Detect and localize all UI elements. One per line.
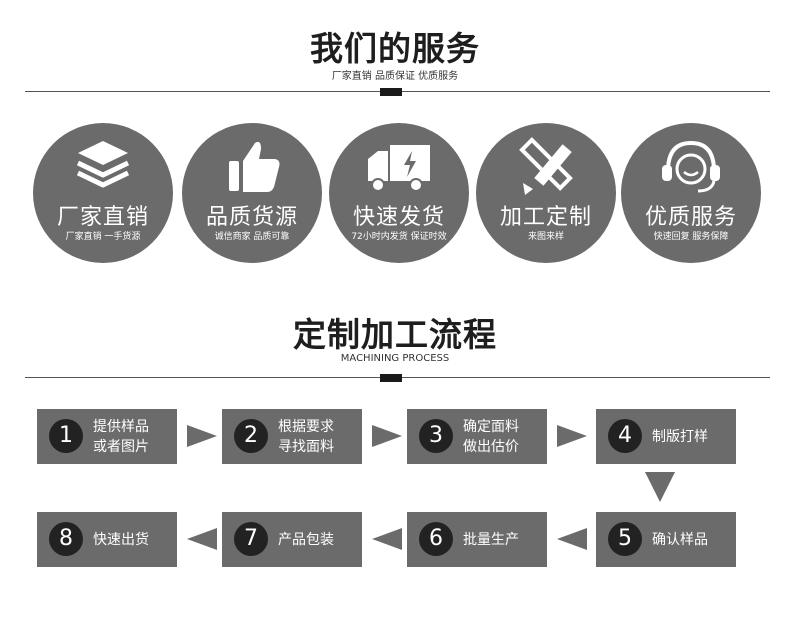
step-number: 1 [49,419,83,453]
step-number: 4 [608,419,642,453]
step-number: 7 [234,522,268,556]
service-title: 品质货源 [205,205,298,230]
process-subtitle: MACHINING PROCESS [340,353,450,364]
divider-marker [380,374,402,382]
divider-marker [380,88,402,96]
arrow-right-icon [372,425,402,447]
step-label: 提供样品 [93,418,149,435]
service-subtitle: 厂家直销 一手货源 [65,232,141,242]
step-label: 做出估价 [463,438,519,455]
process-step-7: 7 产品包装 [222,512,362,567]
arrow-down-icon [645,472,675,502]
process-step-2: 2 根据要求寻找面料 [222,409,362,464]
arrow-left-icon [187,528,217,550]
arrow-left-icon [557,528,587,550]
step-label: 确定面料 [463,418,519,435]
arrow-right-icon [187,425,217,447]
step-label: 根据要求 [278,418,334,435]
arrow-left-icon [372,528,402,550]
step-number: 8 [49,522,83,556]
process-step-1: 1 提供样品或者图片 [37,409,177,464]
service-title: 厂家直销 [56,205,149,230]
step-label: 确认样品 [652,531,708,548]
step-label: 寻找面料 [278,438,334,455]
service-subtitle: 快速回复 服务保障 [653,232,729,242]
step-number: 5 [608,522,642,556]
arrow-right-icon [557,425,587,447]
step-number: 3 [419,419,453,453]
service-title: 加工定制 [499,205,592,230]
services-title: 我们的服务 [310,29,480,68]
process-step-3: 3 确定面料做出估价 [407,409,547,464]
service-subtitle: 诚信商家 品质可靠 [214,232,290,242]
service-factory-direct: 厂家直销 厂家直销 一手货源 [33,123,173,263]
step-label: 制版打样 [652,428,708,445]
process-step-8: 8 快速出货 [37,512,177,567]
services-subtitle: 厂家直销 品质保证 优质服务 [331,71,459,82]
step-number: 2 [234,419,268,453]
process-title: 定制加工流程 [293,315,497,354]
service-custom-processing: 加工定制 来图来样 [476,123,616,263]
process-step-4: 4 制版打样 [596,409,736,464]
step-number: 6 [419,522,453,556]
step-label: 或者图片 [93,438,149,455]
service-fast-delivery: 快速发货 72小时内发货 保证时效 [329,123,469,263]
service-title: 优质服务 [644,205,737,230]
process-step-6: 6 批量生产 [407,512,547,567]
step-label: 产品包装 [278,531,334,548]
service-subtitle: 来图来样 [527,232,564,242]
service-quality-source: 品质货源 诚信商家 品质可靠 [182,123,322,263]
step-label: 批量生产 [463,531,519,548]
service-subtitle: 72小时内发货 保证时效 [351,232,447,242]
process-step-5: 5 确认样品 [596,512,736,567]
step-label: 快速出货 [93,531,149,548]
service-title: 快速发货 [352,205,445,230]
service-quality-support: 优质服务 快速回复 服务保障 [621,123,761,263]
